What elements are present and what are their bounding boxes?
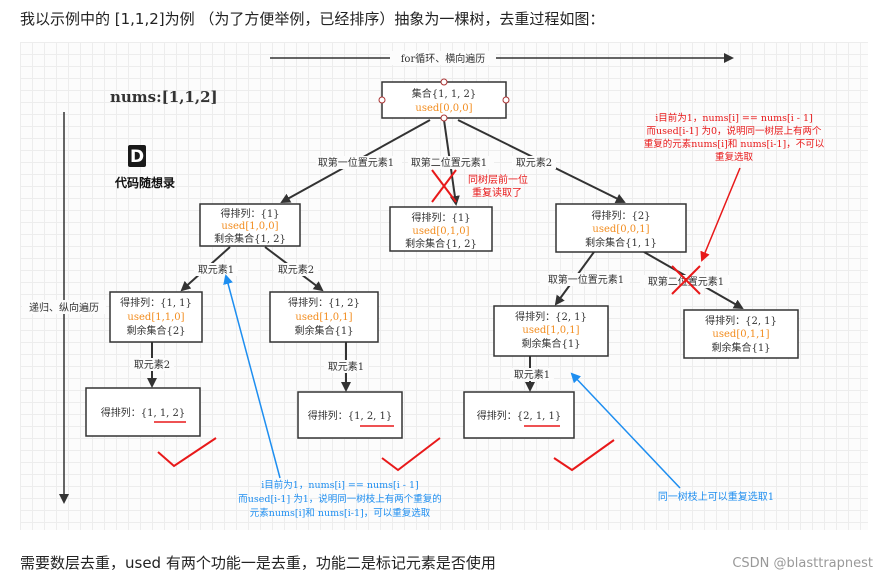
node-n12: 得排列：{1, 2} used[1,0,1] 剩余集合{1} [269,291,379,343]
node-n2: 得排列：{1} used[0,1,0] 剩余集合{1, 2} [389,206,493,252]
blue-note-2: 同一树枝上可以重复选取1 [658,490,774,503]
check-icon-l2 [381,437,441,472]
logo-letter: D [130,147,144,167]
root-node: 集合{1, 1, 2} used[0,0,0] [378,78,510,122]
for-loop-label: for循环、横向遍历 [401,52,486,65]
edge-label-n31-a: 取元素1 [514,368,550,381]
leaf-l3: 得排列：{2, 1, 1} [463,391,575,439]
svg-text:得排列：{2, 1}: 得排列：{2, 1} [705,314,777,327]
root-line2: used[0,0,0] [415,103,472,114]
svg-text:得排列：{2}: 得排列：{2} [591,209,650,222]
cross-icon-n3-b [671,265,701,295]
same-layer-note-1: 同树层前一位 [468,173,528,186]
svg-text:used[0,1,0]: used[0,1,0] [412,226,469,237]
edge-label-root-c: 取元素2 [516,156,552,169]
node-n32: 得排列：{2, 1} used[0,1,1] 剩余集合{1} [683,309,799,359]
same-layer-note-2: 重复读取了 [472,186,522,199]
red-note-arrow [700,167,741,262]
svg-text:剩余集合{1}: 剩余集合{1} [294,324,353,337]
red-note: i目前为1，nums[i] == nums[i - 1] 而used[i-1] … [644,112,825,163]
node-n11: 得排列：{1, 1} used[1,1,0] 剩余集合{2} [109,291,203,343]
svg-text:元素nums[i]和 nums[i-1]，可以重复选取: 元素nums[i]和 nums[i-1]，可以重复选取 [250,507,431,519]
svg-text:剩余集合{1, 2}: 剩余集合{1, 2} [214,232,286,245]
svg-text:而used[i-1] 为1，说明同一树枝上有两个重复的: 而used[i-1] 为1，说明同一树枝上有两个重复的 [238,493,441,505]
svg-text:得排列：{1, 2, 1}: 得排列：{1, 2, 1} [308,409,393,422]
svg-text:而used[i-1] 为0，说明同一树层上有两个: 而used[i-1] 为0，说明同一树层上有两个 [647,125,822,137]
cross-icon-root-b [431,169,457,203]
edge-label-n1-b: 取元素2 [278,263,314,276]
node-n31: 得排列：{2, 1} used[1,0,1] 剩余集合{1} [493,305,609,357]
svg-text:used[1,0,1]: used[1,0,1] [295,312,352,323]
blue-note-arrow [223,274,281,479]
edge-label-n1-a: 取元素1 [198,263,234,276]
tree-diagram: for循环、横向遍历 nums:[1,1,2] 递归、纵向遍历 D 代码随想录 … [22,51,825,519]
svg-text:i目前为1，nums[i] == nums[i - 1]: i目前为1，nums[i] == nums[i - 1] [655,112,812,124]
edge-label-root-b: 取第二位置元素1 [411,156,487,169]
diagram-canvas: for循环、横向遍历 nums:[1,1,2] 递归、纵向遍历 D 代码随想录 … [20,42,868,530]
header-text: 我以示例中的 [1,1,2]为例 （为了方便举例，已经排序）抽象为一棵树，去重过… [20,10,605,28]
svg-text:得排列：{2, 1, 1}: 得排列：{2, 1, 1} [477,409,562,422]
svg-text:used[0,0,1]: used[0,0,1] [592,224,649,235]
edge-label-n12-a: 取元素1 [328,360,364,373]
nums-label: nums:[1,1,2] [110,88,218,106]
svg-text:used[1,0,0]: used[1,0,0] [221,221,278,232]
svg-text:used[1,0,1]: used[1,0,1] [522,325,579,336]
svg-text:used[1,1,0]: used[1,1,0] [127,312,184,323]
svg-text:得排列：{2, 1}: 得排列：{2, 1} [515,310,587,323]
node-n1: 得排列：{1} used[1,0,0] 剩余集合{1, 2} [199,203,301,247]
logo: D 代码随想录 [114,145,175,190]
svg-text:得排列：{1, 1, 2}: 得排列：{1, 1, 2} [101,406,186,419]
leaf-l2: 得排列：{1, 2, 1} [297,391,403,439]
svg-text:得排列：{1}: 得排列：{1} [220,207,279,220]
svg-text:剩余集合{2}: 剩余集合{2} [126,324,185,337]
svg-text:剩余集合{1, 1}: 剩余集合{1, 1} [585,236,657,249]
edge-label-n11-a: 取元素2 [134,358,170,371]
edge-label-n3-b: 取第二位置元素1 [648,275,724,288]
blue-note2-arrow [570,372,681,489]
node-n3: 得排列：{2} used[0,0,1] 剩余集合{1, 1} [555,203,687,253]
recursion-label: 递归、纵向遍历 [29,301,99,314]
footer-text: 需要数层去重，used 有两个功能一是去重，功能二是标记元素是否使用 [20,554,496,572]
svg-text:剩余集合{1}: 剩余集合{1} [711,341,770,354]
leaf-l1: 得排列：{1, 1, 2} [85,387,201,437]
svg-text:i目前为1，nums[i] == nums[i - 1]: i目前为1，nums[i] == nums[i - 1] [261,479,418,491]
svg-text:得排列：{1, 1}: 得排列：{1, 1} [120,296,192,309]
edge-label-root-a: 取第一位置元素1 [318,156,394,169]
check-icon-l1 [157,437,217,468]
blue-note: i目前为1，nums[i] == nums[i - 1] 而used[i-1] … [238,479,441,519]
svg-text:重复选取: 重复选取 [715,151,754,163]
root-line1: 集合{1, 1, 2} [412,87,477,100]
svg-text:得排列：{1}: 得排列：{1} [411,211,470,224]
logo-text: 代码随想录 [114,175,175,190]
svg-text:重复的元素nums[i]和 nums[i-1]，不可以: 重复的元素nums[i]和 nums[i-1]，不可以 [644,138,825,150]
check-icon-l3 [553,439,615,472]
watermark: CSDN @blasttrapnest [732,556,873,571]
svg-text:used[0,1,1]: used[0,1,1] [712,329,769,340]
svg-text:剩余集合{1, 2}: 剩余集合{1, 2} [405,237,477,250]
edge-label-n3-a: 取第一位置元素1 [548,273,624,286]
svg-text:剩余集合{1}: 剩余集合{1} [521,337,580,350]
svg-text:得排列：{1, 2}: 得排列：{1, 2} [288,296,360,309]
